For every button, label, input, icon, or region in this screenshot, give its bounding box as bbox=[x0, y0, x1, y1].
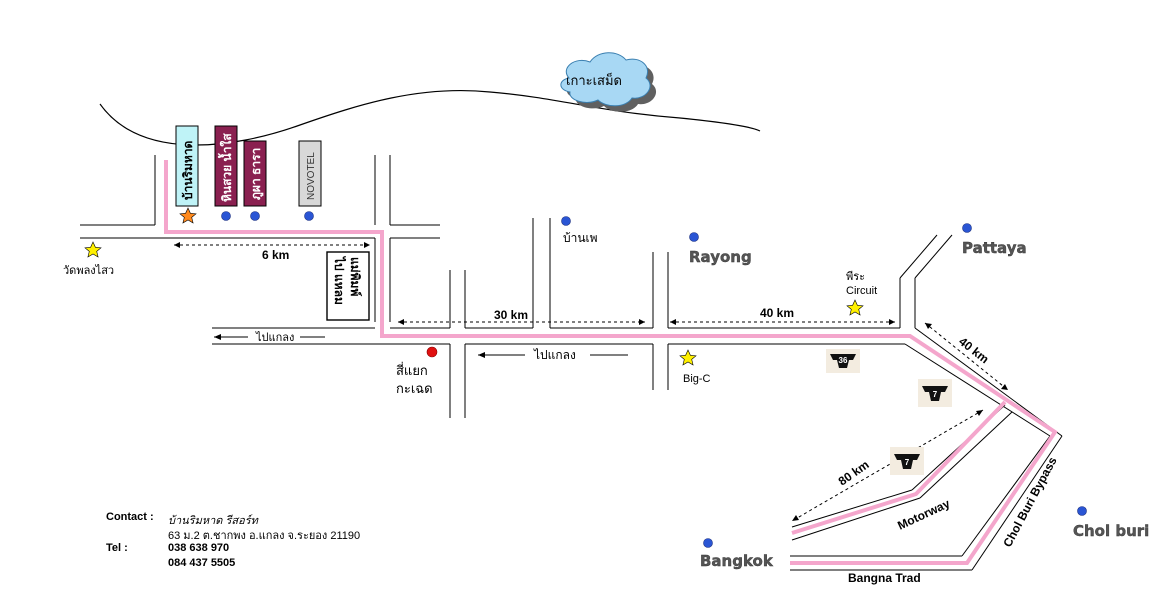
label-big-c: Big-C bbox=[683, 373, 711, 385]
contact-address: 63 ม.2 ต.ชากพง อ.แกลง จ.ระยอง 21190 bbox=[168, 530, 361, 542]
sign-to-klaeng-west: ไปแกลง bbox=[214, 331, 325, 344]
star-ban-rim-haad bbox=[179, 207, 197, 224]
sign-mae-phim-line2: แม่พิมพ์ bbox=[348, 257, 362, 296]
star-big-c bbox=[679, 349, 697, 366]
star-phra-circuit bbox=[846, 299, 864, 316]
contact-name: บ้านริมหาด รีสอร์ท bbox=[168, 515, 258, 527]
star-markers bbox=[84, 207, 864, 366]
distance-40km: 40 km bbox=[760, 306, 794, 320]
svg-text:ภูผา ธารา: ภูผา ธารา bbox=[249, 148, 264, 200]
distance-6km: 6 km bbox=[262, 248, 289, 262]
road-network bbox=[80, 155, 1063, 571]
marker-phu-tara bbox=[250, 211, 260, 221]
tel-number-2: 084 437 5505 bbox=[168, 557, 236, 569]
marker-novotel bbox=[304, 211, 314, 221]
marker-rayong bbox=[689, 232, 699, 242]
label-ban-phe: บ้านเพ bbox=[563, 231, 598, 245]
svg-text:บ้านริมหาด: บ้านริมหาด bbox=[181, 140, 195, 200]
label-pattaya: Pattaya bbox=[962, 239, 1027, 257]
route-shield-7-b: 7 bbox=[890, 447, 924, 475]
hotel-hin-suay-nam-sai: หินสวย น้ำใส bbox=[214, 125, 238, 207]
contact-label: Contact : bbox=[106, 511, 154, 523]
distance-30km: 30 km bbox=[494, 308, 528, 322]
island-samet: เกาะเสม็ด bbox=[560, 52, 657, 112]
marker-bangkok bbox=[703, 538, 713, 548]
svg-text:NOVOTEL: NOVOTEL bbox=[306, 152, 317, 200]
star-wat-phlong-sawai bbox=[84, 241, 102, 258]
svg-text:หินสวย น้ำใส: หินสวย น้ำใส bbox=[217, 133, 234, 202]
blue-markers bbox=[221, 211, 1087, 548]
sign-mae-phim-line1: ไป แหลม bbox=[332, 255, 347, 305]
label-rayong: Rayong bbox=[689, 248, 752, 266]
tel-label: Tel : bbox=[106, 542, 128, 554]
marker-chol-buri bbox=[1077, 506, 1087, 516]
marker-pattaya bbox=[962, 223, 972, 233]
coastline bbox=[99, 89, 761, 146]
sign-to-mae-phim: ไป แหลม แม่พิมพ์ bbox=[326, 251, 370, 321]
label-si-yaek-2: กะเฉด bbox=[396, 381, 433, 396]
distance-markers bbox=[174, 244, 1009, 522]
road-bangna-trad: Bangna Trad bbox=[848, 571, 921, 585]
hotel-novotel: NOVOTEL bbox=[298, 140, 322, 207]
hotel-ban-rim-haad: บ้านริมหาด bbox=[175, 125, 199, 207]
hotel-phu-tara: ภูผา ธารา bbox=[243, 140, 267, 207]
route-path-motorway bbox=[791, 400, 1007, 535]
marker-hin-suay bbox=[221, 211, 231, 221]
label-bangkok: Bangkok bbox=[700, 552, 774, 570]
distance-80km: 80 km bbox=[836, 457, 872, 488]
label-chol-buri: Chol buri bbox=[1073, 522, 1149, 540]
sign-klaeng-label-2: ไปแกลง bbox=[533, 348, 576, 362]
route-path bbox=[164, 160, 1058, 565]
road-motorway: Motorway bbox=[895, 496, 952, 532]
label-phra-circuit-2: Circuit bbox=[846, 285, 877, 297]
route-shield-7-a: 7 bbox=[918, 379, 952, 407]
label-si-yaek-1: สี่แยก bbox=[396, 362, 428, 378]
distance-40km-bypass: 40 km bbox=[956, 334, 991, 366]
route-shield-36: 36 bbox=[826, 349, 860, 373]
sign-to-klaeng-east: ไปแกลง bbox=[478, 348, 628, 362]
distance-arrowheads bbox=[174, 242, 1008, 521]
marker-kachet-intersection bbox=[426, 346, 438, 358]
svg-text:36: 36 bbox=[839, 356, 848, 365]
tel-number-1: 038 638 970 bbox=[168, 542, 230, 554]
island-label: เกาะเสม็ด bbox=[566, 71, 622, 88]
svg-text:7: 7 bbox=[933, 390, 938, 399]
label-phra-circuit-1: พีระ bbox=[846, 270, 865, 283]
svg-text:7: 7 bbox=[905, 458, 910, 467]
label-wat-phlong-sawai: วัดพลงไสว bbox=[63, 264, 114, 277]
sign-klaeng-label: ไปแกลง bbox=[255, 331, 294, 344]
marker-ban-phe bbox=[561, 216, 571, 226]
